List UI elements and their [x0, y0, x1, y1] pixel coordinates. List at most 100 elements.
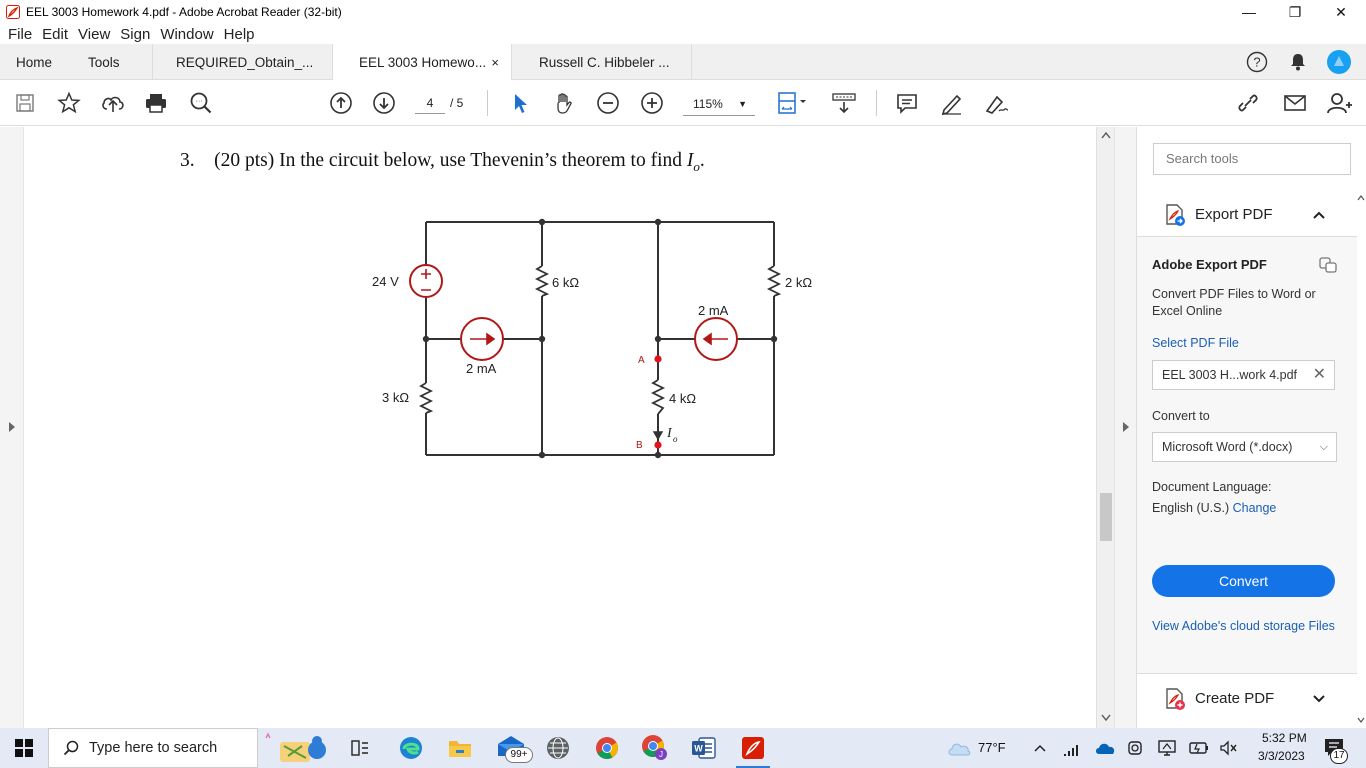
tab-home[interactable]: Home — [0, 44, 72, 80]
close-window-button[interactable]: ✕ — [1318, 0, 1364, 24]
account-avatar-icon[interactable] — [1326, 49, 1352, 75]
share-link-icon[interactable] — [1236, 90, 1262, 116]
restore-button[interactable]: ❐ — [1272, 0, 1318, 24]
email-icon[interactable] — [1282, 90, 1308, 116]
scroll-up-icon[interactable] — [1101, 131, 1111, 139]
notification-count-badge: 17 — [1330, 748, 1348, 764]
zoom-out-icon[interactable] — [595, 90, 621, 116]
windows-taskbar: Type here to search 99+ J W — [0, 728, 1366, 768]
search-highlight-icon[interactable] — [258, 730, 334, 766]
format-select[interactable]: Microsoft Word (*.docx) ⌵ — [1152, 432, 1337, 462]
document-scrollbar[interactable] — [1096, 127, 1114, 728]
create-pdf-header[interactable]: Create PDF — [1137, 673, 1357, 723]
file-explorer-icon[interactable] — [448, 736, 472, 760]
remove-file-icon[interactable]: ✕ — [1312, 366, 1326, 383]
menu-edit[interactable]: Edit — [42, 25, 69, 43]
edge-browser-icon[interactable] — [399, 736, 423, 760]
menu-view[interactable]: View — [78, 25, 111, 43]
voltage-source-polarity — [421, 269, 431, 291]
expand-left-panel-icon[interactable] — [8, 421, 16, 433]
problem-variable: I — [686, 150, 694, 171]
highlight-pen-icon[interactable] — [939, 90, 965, 116]
menu-help[interactable]: Help — [223, 25, 255, 43]
globe-app-icon[interactable] — [546, 736, 570, 760]
hand-tool-icon[interactable] — [551, 90, 577, 116]
minimize-button[interactable]: — — [1226, 0, 1272, 24]
menu-window[interactable]: Window — [160, 25, 214, 43]
scroll-down-icon[interactable] — [1357, 717, 1365, 723]
tab-eel-homework[interactable]: EEL 3003 Homewo... × — [332, 44, 512, 81]
problem-period: . — [699, 150, 705, 171]
tab-close-icon[interactable]: × — [491, 55, 499, 70]
help-icon[interactable]: ? — [1244, 49, 1270, 75]
save-icon[interactable] — [12, 90, 38, 116]
cloud-storage-link[interactable]: View Adobe's cloud storage Files — [1152, 619, 1335, 633]
select-pdf-file-link[interactable]: Select PDF File — [1152, 336, 1239, 350]
windows-start-icon[interactable] — [12, 736, 36, 760]
cloud-upload-icon[interactable] — [100, 90, 126, 116]
chrome-profile-icon[interactable]: J — [642, 735, 667, 760]
next-page-icon[interactable] — [371, 90, 397, 116]
resistor-6k — [534, 265, 550, 297]
right-panel-collapse-strip[interactable] — [1114, 127, 1136, 728]
zoom-in-icon[interactable] — [639, 90, 665, 116]
node-a-dot — [654, 355, 662, 363]
search-tools-input[interactable]: Search tools — [1153, 143, 1351, 175]
page-fit-icon[interactable] — [775, 90, 811, 116]
onedrive-icon[interactable] — [1094, 736, 1116, 760]
menu-sign[interactable]: Sign — [120, 25, 151, 43]
format-select-value: Microsoft Word (*.docx) — [1162, 440, 1293, 454]
network-icon[interactable] — [1062, 736, 1082, 760]
tab-tools[interactable]: Tools — [72, 44, 152, 80]
display-icon[interactable] — [1156, 736, 1178, 760]
selected-file-field[interactable]: EEL 3003 H...work 4.pdf ✕ — [1152, 360, 1335, 390]
chevron-down-icon[interactable] — [1313, 695, 1325, 703]
page-number-input[interactable]: 4 — [415, 92, 445, 114]
previous-page-icon[interactable] — [328, 90, 354, 116]
chrome-icon[interactable] — [595, 736, 619, 760]
left-nav-collapse-strip[interactable] — [0, 127, 24, 728]
task-view-icon[interactable] — [348, 736, 372, 760]
export-pdf-body: Adobe Export PDF Convert PDF Files to Wo… — [1137, 237, 1357, 673]
convert-button[interactable]: Convert — [1152, 565, 1335, 597]
tab-hibbeler[interactable]: Russell C. Hibbeler ... — [523, 44, 691, 80]
change-language-link[interactable]: Change — [1232, 501, 1277, 515]
toolbar-divider — [487, 90, 488, 116]
scrollbar-thumb[interactable] — [1100, 493, 1112, 541]
taskbar-search-box[interactable]: Type here to search — [48, 728, 258, 768]
chevron-up-icon[interactable] — [1313, 211, 1325, 219]
battery-icon[interactable] — [1188, 736, 1210, 760]
word-icon[interactable]: W — [692, 736, 716, 760]
tab-hibbeler-label: Russell C. Hibbeler ... — [539, 54, 670, 70]
bookmark-star-icon[interactable] — [56, 90, 82, 116]
menu-file[interactable]: File — [8, 25, 33, 43]
scroll-down-icon[interactable] — [1101, 714, 1111, 722]
junction-dot — [538, 451, 546, 459]
acrobat-taskbar-icon[interactable] — [741, 736, 765, 760]
node-b-dot — [654, 441, 662, 449]
export-pdf-header[interactable]: Export PDF — [1137, 193, 1357, 237]
tab-required-doc[interactable]: REQUIRED_Obtain_... — [160, 44, 332, 80]
comment-icon[interactable] — [894, 90, 920, 116]
tools-pane-scrollbar[interactable] — [1356, 193, 1366, 728]
add-user-icon[interactable] — [1326, 90, 1352, 116]
scroll-up-icon[interactable] — [1357, 195, 1365, 201]
meet-now-icon[interactable] — [1126, 736, 1146, 760]
clock-time[interactable]: 5:32 PM — [1262, 731, 1307, 745]
chevron-up-icon[interactable] — [1032, 736, 1048, 760]
notification-bell-icon[interactable] — [1285, 49, 1311, 75]
find-icon[interactable]: ··· — [188, 90, 214, 116]
volume-muted-icon[interactable] — [1218, 736, 1240, 760]
weather-cloud-icon[interactable] — [946, 736, 972, 760]
document-viewport[interactable] — [0, 127, 1096, 728]
zoom-level-select[interactable]: 115% ▼ — [683, 92, 755, 116]
collapse-right-panel-icon[interactable] — [1122, 421, 1130, 433]
copy-settings-icon[interactable] — [1319, 257, 1337, 273]
sign-icon[interactable] — [983, 90, 1009, 116]
current-io-arrow — [652, 426, 664, 441]
weather-temperature[interactable]: 77°F — [978, 740, 1006, 755]
scroll-mode-icon[interactable] — [830, 90, 858, 116]
select-cursor-icon[interactable] — [507, 90, 533, 116]
clock-date[interactable]: 3/3/2023 — [1258, 749, 1305, 763]
print-icon[interactable] — [143, 90, 169, 116]
